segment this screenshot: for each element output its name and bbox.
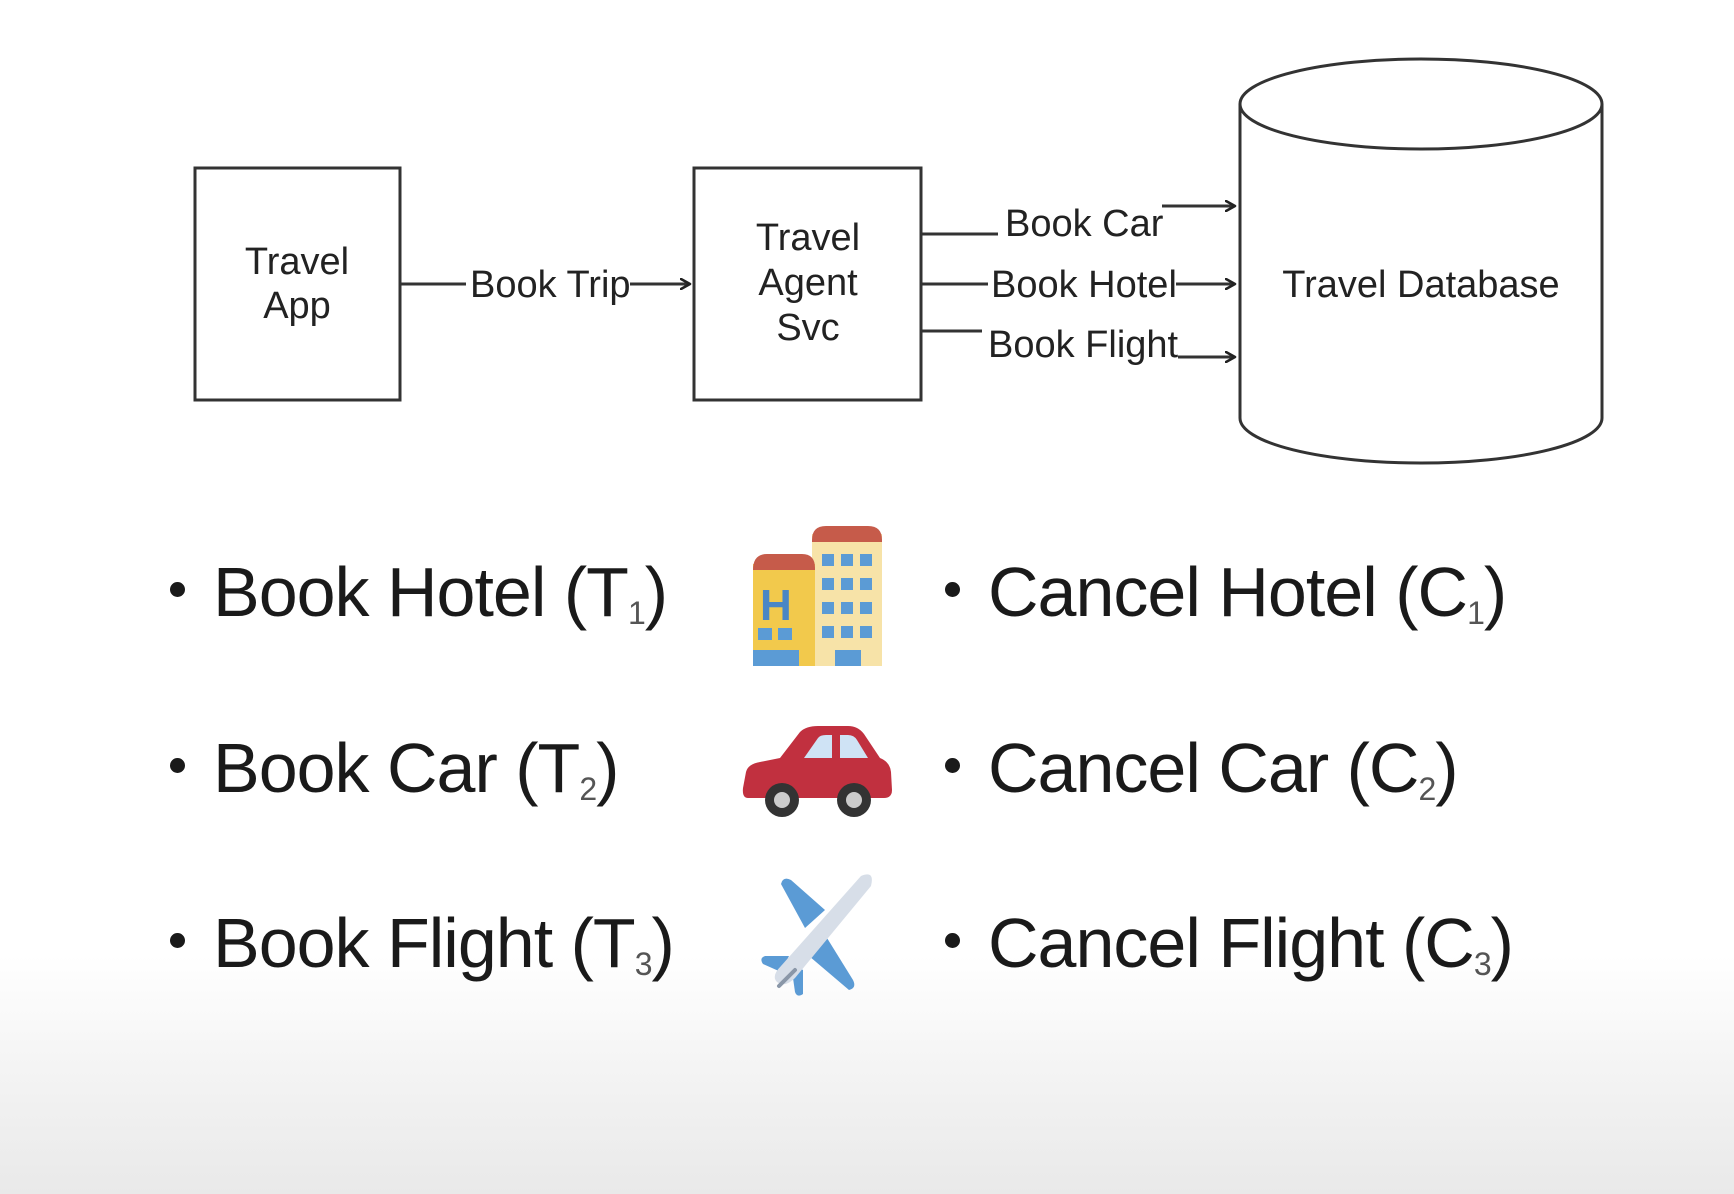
node-agent-svc-line-2: Agent — [758, 262, 858, 304]
action-row-car: Book Car (T2) Cancel Car (C2) — [0, 700, 1734, 840]
bullet-dot — [945, 582, 960, 598]
bullet-dot — [170, 758, 185, 774]
bullet-dot — [170, 933, 185, 949]
book-flight-subscript: 3 — [634, 946, 653, 982]
edge-book-hotel-label: Book Hotel — [991, 264, 1177, 306]
book-car-close: ) — [596, 729, 619, 807]
architecture-diagram: Travel App Book Trip Travel Agent Svc Bo… — [193, 57, 1604, 465]
edge-book-car: Book Car — [921, 203, 1235, 245]
bullet-dot — [945, 933, 960, 949]
cancel-car-item: Cancel Car (C2) — [945, 733, 1459, 807]
book-flight-item: Book Flight (T3) — [170, 908, 675, 982]
edge-book-trip: Book Trip — [400, 264, 690, 306]
node-travel-database-label: Travel Database — [1282, 264, 1559, 306]
cancel-car-close: ) — [1435, 729, 1458, 807]
node-agent-svc: Travel Agent Svc — [692, 166, 923, 402]
node-travel-app: Travel App — [193, 166, 402, 402]
book-car-subscript: 2 — [579, 771, 597, 807]
book-flight-label: Book Flight (T — [213, 904, 636, 982]
cancel-flight-close: ) — [1490, 904, 1514, 982]
action-row-flight: Book Flight (T3) Cancel Flight (C3) — [0, 870, 1734, 1010]
cancel-hotel-item: Cancel Hotel (C1) — [945, 557, 1507, 631]
bullet-dot — [945, 758, 960, 774]
node-agent-svc-line-3: Svc — [776, 307, 839, 349]
cancel-flight-item: Cancel Flight (C3) — [945, 908, 1514, 982]
edge-book-flight-label: Book Flight — [988, 324, 1179, 366]
svg-text:H: H — [760, 581, 792, 630]
bullet-dot — [170, 582, 185, 598]
airplane-icon — [761, 874, 872, 996]
cancel-hotel-subscript: 1 — [1467, 595, 1485, 631]
book-car-label: Book Car (T — [213, 729, 580, 807]
action-row-hotel: Book Hotel (T1) H Cancel Hot — [0, 522, 1734, 666]
car-icon — [742, 726, 892, 817]
cancel-flight-label: Cancel Flight (C — [988, 904, 1475, 982]
hotel-icon: H — [753, 526, 882, 666]
edge-book-trip-label: Book Trip — [470, 264, 631, 306]
cancel-flight-subscript: 3 — [1473, 946, 1492, 982]
book-hotel-item: Book Hotel (T1) — [170, 557, 668, 631]
cancel-hotel-close: ) — [1483, 553, 1507, 631]
cancel-hotel-label: Cancel Hotel (C — [988, 553, 1468, 631]
node-agent-svc-line-1: Travel — [756, 217, 860, 259]
edge-book-flight: Book Flight — [921, 324, 1235, 366]
book-flight-close: ) — [651, 904, 675, 982]
book-hotel-close: ) — [644, 553, 668, 631]
book-car-item: Book Car (T2) — [170, 733, 619, 807]
cancel-car-subscript: 2 — [1418, 771, 1436, 807]
book-hotel-label: Book Hotel (T — [213, 553, 629, 631]
edge-book-hotel: Book Hotel — [921, 264, 1235, 306]
edge-book-car-label: Book Car — [1005, 203, 1164, 245]
node-travel-app-line-1: Travel — [245, 241, 349, 283]
book-hotel-subscript: 1 — [627, 595, 646, 631]
node-travel-app-line-2: App — [263, 285, 331, 327]
node-travel-database: Travel Database — [1238, 57, 1604, 465]
cancel-car-label: Cancel Car (C — [988, 729, 1419, 807]
